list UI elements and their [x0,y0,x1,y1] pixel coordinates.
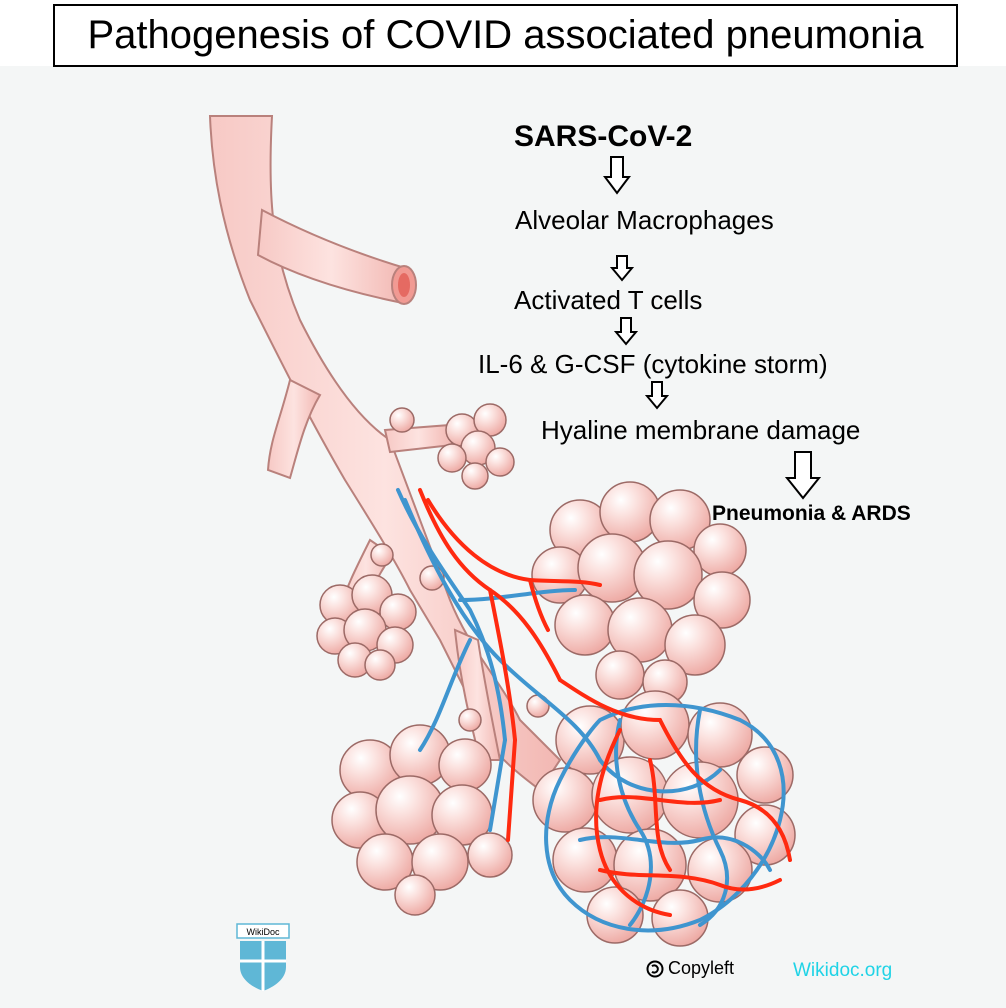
flow-step-pneumonia-ards: Pneumonia & ARDS [712,502,911,525]
site-link[interactable]: Wikidoc.org [793,960,893,981]
copyleft-notice: Copyleft [646,958,734,979]
logo-text: WikiDoc [247,927,280,937]
hollow-down-arrow-icon [610,255,634,282]
alveoli-cluster-lower-left [331,724,513,916]
wikidoc-logo: WikiDoc [236,923,290,991]
copyleft-icon [646,960,664,977]
small-alveoli-buds [370,407,550,732]
flow-step-activated-t-cells: Activated T cells [514,285,703,315]
flow-step-hyaline-membrane-damage: Hyaline membrane damage [541,415,861,445]
alveoli-cluster-top [437,403,515,490]
alveoli-cluster-upper-right [531,481,751,705]
flow-step-cytokine-storm: IL-6 & G-CSF (cytokine storm) [478,349,828,379]
blood-vessels-veins [396,488,786,933]
title-box: Pathogenesis of COVID associated pneumon… [53,4,958,67]
hollow-down-arrow-icon [645,381,669,410]
hollow-down-arrow-icon [603,156,631,195]
hollow-down-arrow-icon [785,451,821,500]
blood-vessels-arteries [418,488,792,917]
hollow-down-arrow-icon [614,317,638,346]
flow-step-alveolar-macrophages: Alveolar Macrophages [515,205,774,235]
copyleft-label: Copyleft [668,958,735,978]
flow-step-sars-cov-2: SARS-CoV-2 [514,120,693,153]
page-title: Pathogenesis of COVID associated pneumon… [87,13,924,57]
alveoli-cluster-left [316,574,417,681]
